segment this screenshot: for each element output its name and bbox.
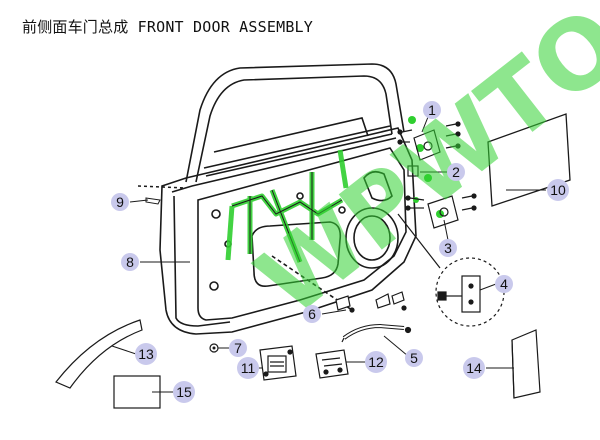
upper-hinge [397, 121, 461, 177]
callout-10: 10 [547, 179, 569, 201]
inner-handle [341, 323, 412, 343]
callout-15: 15 [173, 381, 195, 403]
callout-label: 4 [500, 276, 508, 292]
callout-6: 6 [303, 305, 321, 323]
callouts: 1 2 3 4 5 6 7 [111, 101, 569, 403]
callout-4: 4 [495, 275, 513, 293]
callout-label: 2 [452, 164, 460, 180]
striker-plate [315, 349, 349, 379]
plug-part [209, 343, 219, 353]
lower-hinge [405, 193, 477, 229]
callout-label: 12 [368, 354, 384, 370]
callout-2: 2 [447, 163, 465, 181]
regulator-outline [231, 172, 343, 263]
weather-strip [55, 319, 143, 389]
callout-11: 11 [237, 357, 259, 379]
callout-5: 5 [405, 349, 423, 367]
callout-label: 7 [234, 340, 242, 356]
callout-label: 13 [138, 346, 154, 362]
callout-label: 6 [308, 306, 316, 322]
callout-label: 3 [444, 240, 452, 256]
callout-13: 13 [135, 343, 157, 365]
window-glass [487, 113, 571, 207]
door-clips [335, 291, 407, 313]
callout-label: 11 [241, 360, 256, 376]
diagram-title: 前侧面车门总成 FRONT DOOR ASSEMBLY [22, 18, 314, 36]
callout-label: 9 [116, 194, 124, 210]
callout-1: 1 [423, 101, 441, 119]
trim-panel-box [511, 329, 541, 399]
callout-label: 14 [466, 360, 482, 376]
callout-label: 15 [176, 384, 192, 400]
callout-8: 8 [121, 253, 139, 271]
callout-14: 14 [463, 357, 485, 379]
door-frame [137, 63, 417, 335]
callout-12: 12 [365, 351, 387, 373]
callout-9: 9 [111, 193, 129, 211]
callout-label: 1 [428, 102, 436, 118]
door-lock [259, 345, 297, 381]
callout-3: 3 [439, 239, 457, 257]
callout-label: 10 [550, 182, 566, 198]
callout-label: 8 [126, 254, 134, 270]
callout-label: 5 [410, 350, 418, 366]
callout-7: 7 [229, 339, 247, 357]
screw-part [145, 197, 161, 205]
